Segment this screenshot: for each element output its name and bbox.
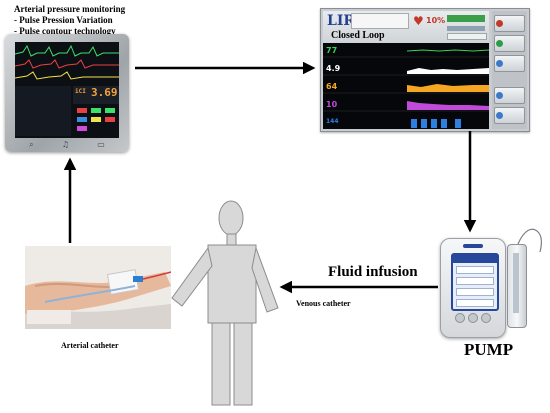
side-button-1 xyxy=(494,15,525,32)
closed-loop-trend-plots: 77 4.9 64 10 144 xyxy=(323,43,490,129)
monitor-ici-label: iCI xyxy=(75,88,86,95)
status-dot-icon xyxy=(496,92,503,99)
arm-illustration xyxy=(25,246,171,329)
menu-icon: ▭ xyxy=(97,140,105,149)
loop-status-bar-3 xyxy=(447,33,487,40)
trend-row-2-value: 4.9 xyxy=(326,64,341,73)
patient-monitor-screen: iCI 3.69 xyxy=(15,42,119,138)
patient-monitor-image: iCI 3.69 ⌕ ♫ ▭ xyxy=(5,34,129,152)
loop-info-box xyxy=(351,13,409,29)
trend-graphics xyxy=(323,49,490,128)
lir-logo: LIR xyxy=(327,13,356,29)
drop-icon xyxy=(496,60,503,67)
pump-screen-row-2 xyxy=(456,277,494,285)
heart-icon: ♥ xyxy=(413,14,424,28)
arterial-catheter-label: Arterial catheter xyxy=(61,341,119,350)
monitor-ici-value: 3.69 xyxy=(91,86,118,99)
pump-screen-row-4 xyxy=(456,299,494,307)
trend-row-1-value: 77 xyxy=(326,46,338,55)
patient-figure xyxy=(171,200,279,406)
loop-status-bar xyxy=(447,15,485,22)
status-dot-icon xyxy=(496,40,503,47)
closed-loop-header: LIR Closed Loop ♥ 10% xyxy=(323,11,489,43)
fluid-infusion-label: Fluid infusion xyxy=(328,264,418,280)
pump-screen-header xyxy=(453,255,497,263)
loop-percent: 10% xyxy=(426,16,446,25)
trend-row-5-value: 144 xyxy=(326,118,339,125)
monitor-caption-item-pulse-contour: - Pulse contour technology xyxy=(14,26,116,36)
pump-keypad xyxy=(453,313,493,329)
trend-row-3-value: 64 xyxy=(326,82,338,91)
closed-loop-screen-image: LIR Closed Loop ♥ 10% 77 4.9 64 10 144 xyxy=(320,8,530,132)
pump-screen-row-1 xyxy=(456,266,494,274)
patient-neck xyxy=(226,233,237,247)
patient-right-arm xyxy=(251,246,279,313)
bell-icon: ♫ xyxy=(61,140,70,149)
monitor-caption-title: Arterial pressure monitoring xyxy=(14,4,126,14)
side-button-4 xyxy=(494,87,525,104)
patient-right-leg xyxy=(233,322,253,406)
side-button-3 xyxy=(494,55,525,72)
patient-head xyxy=(218,200,244,236)
monitor-waveforms xyxy=(15,44,119,136)
patient-torso xyxy=(207,244,257,324)
monitor-caption-item-ppv: - Pulse Pression Variation xyxy=(14,15,113,25)
side-button-2 xyxy=(494,35,525,52)
side-button-5 xyxy=(494,107,525,124)
infusion-pump-image xyxy=(440,238,506,338)
loop-status-bar-2 xyxy=(447,26,485,31)
pump-screen-row-3 xyxy=(456,288,494,296)
pump-syringe-module xyxy=(507,244,527,328)
status-dot-icon xyxy=(496,20,503,27)
pump-screen xyxy=(451,253,499,311)
monitor-caption: Arterial pressure monitoring - Pulse Pre… xyxy=(14,4,125,37)
pump-indicator xyxy=(463,244,483,248)
closed-loop-title: Closed Loop xyxy=(331,30,385,41)
monitor-softkeys: ⌕ ♫ ▭ xyxy=(15,140,119,150)
venous-catheter-label: Venous catheter xyxy=(296,299,351,308)
search-icon: ⌕ xyxy=(29,140,34,149)
status-dot-icon xyxy=(496,112,503,119)
pump-label: PUMP xyxy=(464,340,514,359)
infusion-line xyxy=(517,228,542,253)
arterial-catheter-photo xyxy=(25,246,171,329)
trend-row-4-value: 10 xyxy=(326,100,338,109)
closed-loop-side-panel xyxy=(492,11,527,129)
patient-left-arm xyxy=(171,246,213,307)
patient-left-leg xyxy=(211,322,231,406)
